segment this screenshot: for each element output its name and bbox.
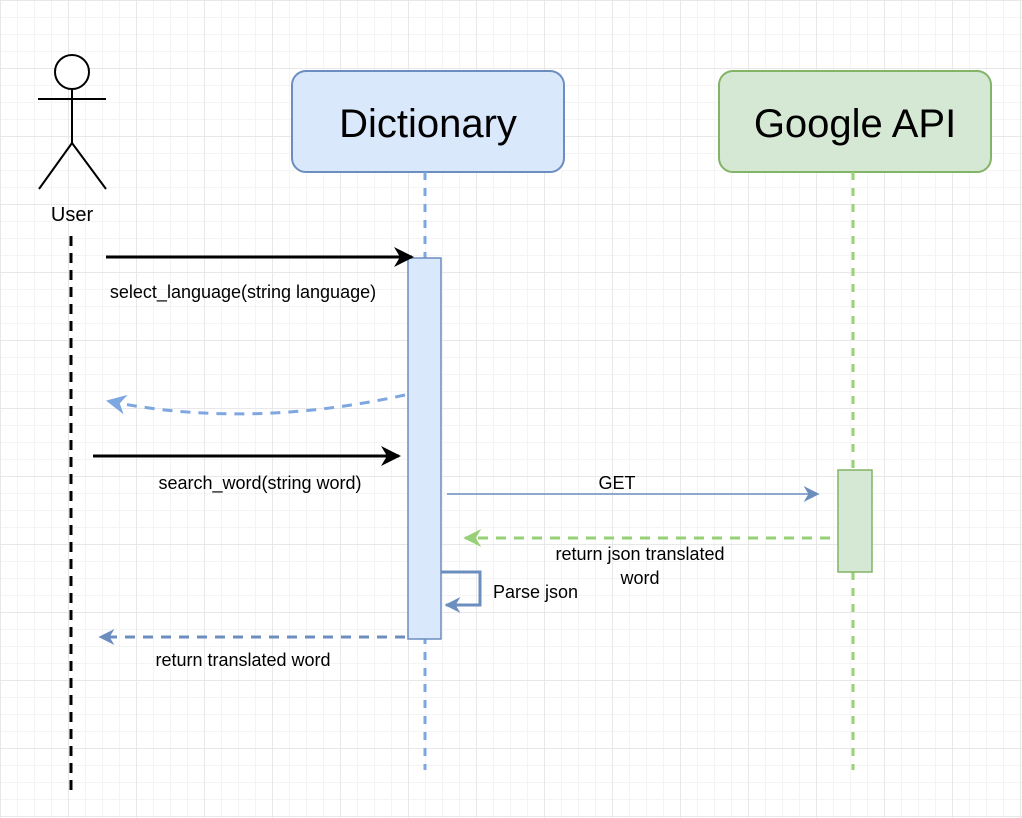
google-api-activation-bar[interactable]: [837, 469, 873, 573]
parse-json-self-arrow[interactable]: [441, 570, 482, 613]
google-api-box[interactable]: [718, 70, 992, 173]
return-translated-label: return translated word: [155, 650, 330, 670]
dictionary-box[interactable]: [291, 70, 565, 173]
dictionary-title: Dictionary: [339, 102, 517, 146]
select-language-return-arrow[interactable]: [106, 393, 406, 416]
get-label: GET: [598, 473, 635, 493]
user-actor-figure: [38, 54, 107, 190]
actor-head: [54, 54, 90, 90]
select-language-label: select_language(string language): [110, 282, 376, 303]
dictionary-activation-bar[interactable]: [407, 257, 442, 640]
actor-right-leg: [71, 142, 107, 190]
search-word-label: search_word(string word): [158, 473, 361, 494]
parse-json-label: Parse json: [493, 582, 578, 602]
google-api-title: Google API: [754, 102, 956, 146]
user-label: User: [51, 204, 94, 226]
return-json-label-line2: word: [619, 568, 659, 588]
return-json-label-line1: return json translated: [555, 544, 724, 564]
actor-left-leg: [38, 142, 73, 190]
